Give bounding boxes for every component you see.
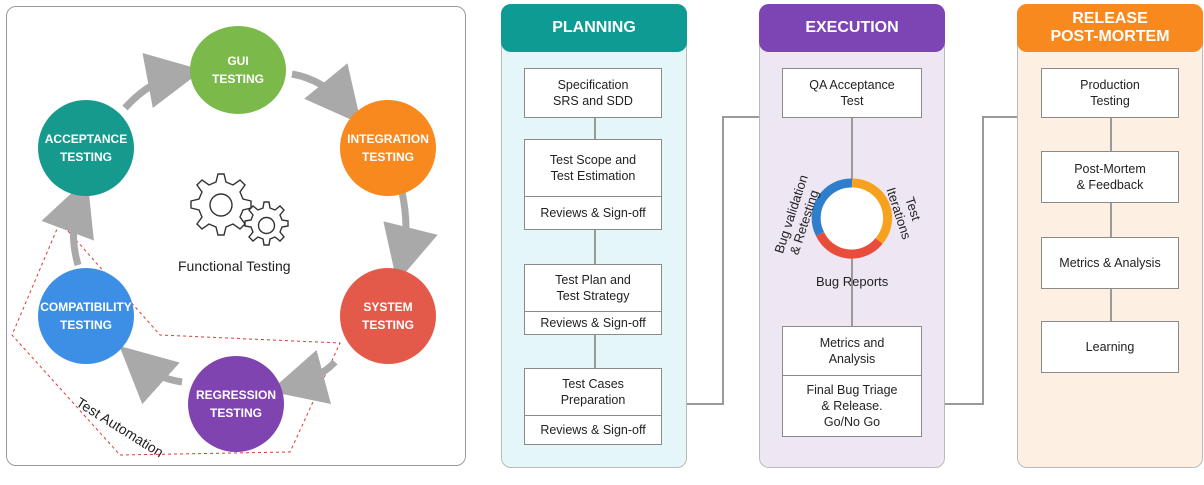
connector-execution-release-top — [982, 116, 1020, 118]
planning-spine — [594, 118, 596, 368]
connector-planning-execution — [686, 403, 724, 405]
release-step-3-text: Metrics & Analysis — [1059, 256, 1161, 270]
planning-header: PLANNING — [501, 4, 687, 52]
release-spine — [1110, 118, 1112, 323]
cycle-arrows — [11, 52, 438, 456]
planning-step-4-review: Reviews & Sign-off — [524, 415, 662, 445]
release-step-2: Post-Mortem& Feedback — [1041, 151, 1179, 203]
connector-planning-execution-top — [722, 116, 760, 118]
release-step-3: Metrics & Analysis — [1041, 237, 1179, 289]
release-step-4: Learning — [1041, 321, 1179, 373]
functional-testing-label: Functional Testing — [178, 258, 291, 274]
final-bug-triage-text: Final Bug Triage& Release.Go/No Go — [806, 383, 898, 429]
automation-boundary — [11, 221, 341, 456]
planning-step-2-review-text: Reviews & Sign-off — [540, 206, 646, 220]
planning-step-3-review-text: Reviews & Sign-off — [540, 316, 646, 330]
release-step-2-text: Post-Mortem& Feedback — [1074, 162, 1146, 192]
planning-step-3-review: Reviews & Sign-off — [524, 311, 662, 335]
connector-execution-release — [944, 403, 984, 405]
final-bug-triage-box: Final Bug Triage& Release.Go/No Go — [782, 375, 922, 437]
execution-cycle — [811, 178, 893, 259]
release-step-4-text: Learning — [1085, 340, 1135, 354]
planning-step-4-review-text: Reviews & Sign-off — [540, 423, 646, 437]
gears-icon — [190, 173, 289, 246]
connector-planning-execution-v — [722, 116, 724, 405]
planning-step-2-review: Reviews & Sign-off — [524, 196, 662, 230]
connector-execution-release-v — [982, 116, 984, 405]
bug-reports-label: Bug Reports — [816, 274, 889, 289]
execution-header: EXECUTION — [759, 4, 945, 52]
